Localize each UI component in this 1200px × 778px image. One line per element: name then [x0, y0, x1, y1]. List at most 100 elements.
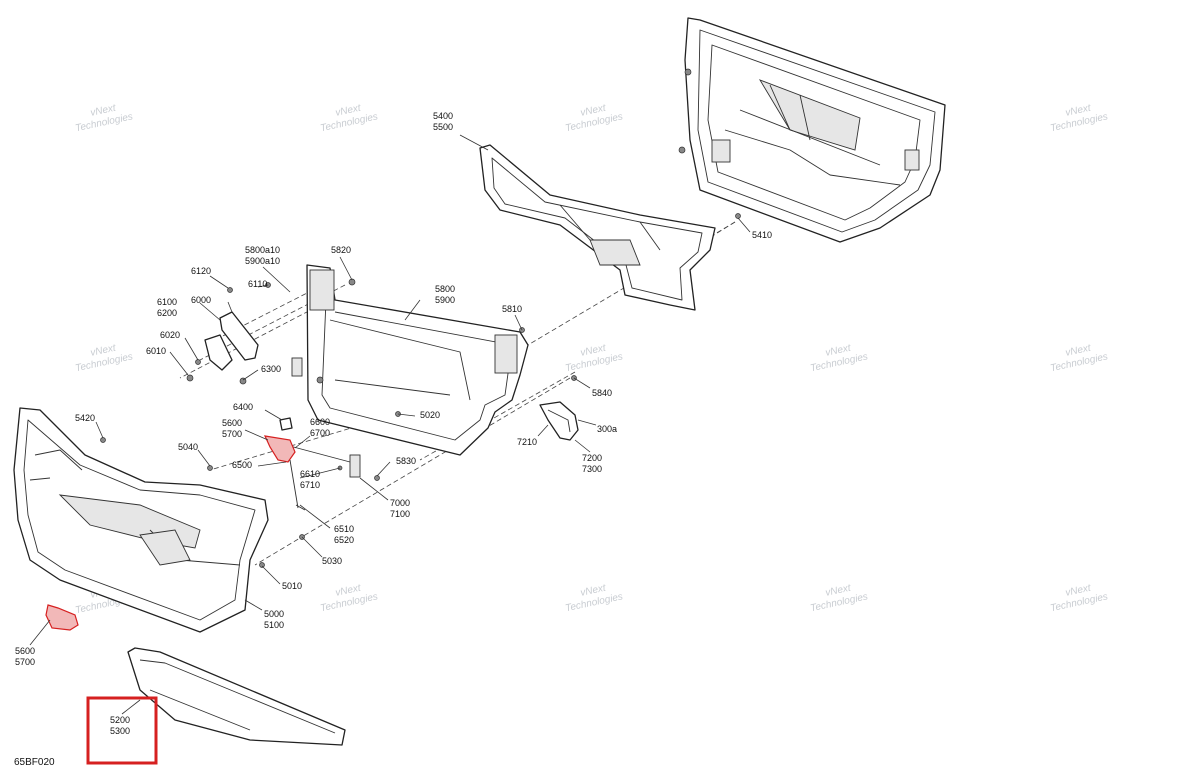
part-label-6000: 6000 [191, 295, 211, 305]
part-number: 5010 [282, 581, 302, 591]
watermark-line1: vNext [89, 102, 117, 118]
part-number: 5900 [435, 295, 455, 305]
highlight-box [86, 696, 158, 765]
door-frame [291, 264, 529, 456]
part-label-6020: 6020 [160, 330, 180, 340]
watermark-line1: vNext [579, 582, 607, 598]
part-number: 6000 [191, 295, 211, 305]
part-label-5410: 5410 [752, 230, 772, 240]
watermark-line1: vNext [824, 582, 852, 598]
part-number: 5800a10 [245, 245, 280, 255]
part-number: 5400 [433, 111, 453, 121]
part-number: 6520 [334, 535, 354, 545]
figure-id: 65BF020 [14, 757, 55, 768]
part-number: 300a [597, 424, 617, 434]
part-number: 6200 [157, 308, 177, 318]
part-label-6110: 6110 [248, 279, 267, 289]
part-number: 5420 [75, 413, 95, 423]
handle-5600 [45, 435, 296, 631]
part-number: 7000 [390, 498, 410, 508]
part-number: 5810 [502, 304, 522, 314]
part-number: 5800 [435, 284, 455, 294]
part-number: 6110 [248, 279, 267, 289]
part-number: 6510 [334, 524, 354, 534]
watermark-line1: vNext [89, 342, 117, 358]
part-number: 6400 [233, 402, 253, 412]
part-number: 5100 [264, 620, 284, 630]
part-number: 6600 [310, 417, 330, 427]
watermark-line1: vNext [334, 582, 362, 598]
part-number: 6500 [232, 460, 252, 470]
part-number: 7210 [517, 437, 537, 447]
part-number: 7200 [582, 453, 602, 463]
part-number: 6010 [146, 346, 166, 356]
part-label-5420: 5420 [75, 413, 95, 423]
part-label-5820: 5820 [331, 245, 351, 255]
part-label-7210: 7210 [517, 437, 537, 447]
watermark-line1: vNext [579, 342, 607, 358]
part-number: 5200 [110, 715, 130, 725]
part-number: 5000 [264, 609, 284, 619]
watermark-line1: vNext [1064, 582, 1092, 598]
part-label-6010: 6010 [146, 346, 166, 356]
part-label-300a: 300a [597, 424, 617, 434]
part-label-5810: 5810 [502, 304, 522, 314]
lower-trim-5200 [127, 647, 346, 746]
part-number: 5830 [396, 456, 416, 466]
part-label-6400: 6400 [233, 402, 253, 412]
part-number: 5600 [222, 418, 242, 428]
part-number: 6700 [310, 428, 330, 438]
outer-door-panel [678, 17, 946, 243]
part-number: 7300 [582, 464, 602, 474]
watermark-line1: vNext [1064, 102, 1092, 118]
part-number: 6610 [300, 469, 320, 479]
part-number: 6100 [157, 297, 177, 307]
part-number: 5840 [592, 388, 612, 398]
door-interior-panel [13, 407, 269, 633]
inner-trim-panel [479, 144, 716, 311]
part-number: 5700 [15, 657, 35, 667]
part-label-5030: 5030 [322, 556, 342, 566]
part-label-5040: 5040 [178, 442, 198, 452]
part-label-5020: 5020 [420, 410, 440, 420]
part-number: 5410 [752, 230, 772, 240]
part-label-5830: 5830 [396, 456, 416, 466]
part-number: 5900a10 [245, 256, 280, 266]
part-number: 5600 [15, 646, 35, 656]
watermark-line1: vNext [334, 102, 362, 118]
part-label-5840: 5840 [592, 388, 612, 398]
part-number: 6020 [160, 330, 180, 340]
part-number: 6710 [300, 480, 320, 490]
watermark-line1: vNext [824, 342, 852, 358]
leader-lines [29, 134, 751, 715]
part-label-6300: 6300 [261, 364, 281, 374]
bracket-7200 [539, 401, 579, 441]
part-number: 5700 [222, 429, 242, 439]
part-label-6500: 6500 [232, 460, 252, 470]
